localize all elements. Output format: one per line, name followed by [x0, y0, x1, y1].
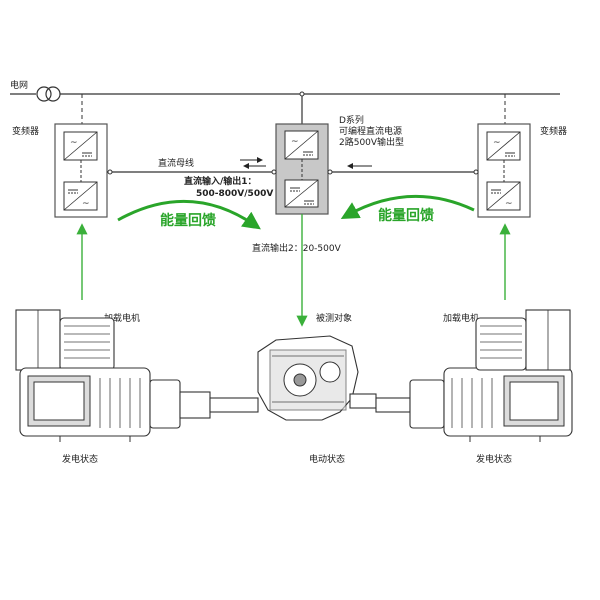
left-inverter: ~ ~ — [54, 123, 108, 218]
grid-line: 电网 — [10, 79, 560, 102]
energy-feedback-right-label: 能量回馈 — [378, 207, 434, 224]
left-inverter-label: 变频器 — [12, 125, 39, 137]
right-inverter-label: 变频器 — [540, 125, 567, 137]
right-load-motor — [375, 309, 573, 442]
transformer-icon — [36, 86, 52, 102]
svg-text:~: ~ — [291, 137, 299, 147]
d-series-desc: 可编程直流电源 — [339, 125, 402, 137]
svg-text:~: ~ — [505, 199, 513, 209]
state-left-label: 发电状态 — [62, 453, 98, 465]
state-center-label: 电动状态 — [309, 453, 345, 465]
d-series-output-type: 2路500V输出型 — [339, 136, 404, 148]
svg-text:~: ~ — [493, 138, 501, 148]
dc-io1-label: 直流输入/输出1： — [184, 175, 257, 187]
state-right-label: 发电状态 — [476, 453, 512, 465]
dc-out2-label: 直流输出2：20-500V — [252, 242, 342, 254]
d-series-label: D系列 — [339, 114, 364, 126]
dc-bus-label: 直流母线 — [158, 157, 194, 169]
energy-feedback-right-arrow — [340, 194, 475, 219]
bidirectional-arrow-icon — [240, 157, 266, 169]
svg-text:~: ~ — [82, 199, 90, 209]
grid-label: 电网 — [10, 79, 28, 91]
device-under-test — [257, 335, 377, 421]
dc-bus — [107, 169, 479, 175]
load-motor-right-label: 加载电机 — [443, 312, 479, 324]
left-load-motor — [15, 309, 259, 442]
energy-feedback-left-arrow — [117, 199, 261, 230]
d-series-dc-source: ~ — [275, 123, 329, 215]
dut-label: 被测对象 — [316, 312, 352, 324]
dc-io1-range: 500-800V/500V — [196, 189, 273, 199]
right-inverter: ~ ~ — [477, 123, 531, 218]
svg-text:~: ~ — [70, 138, 78, 148]
energy-feedback-left-label: 能量回馈 — [160, 212, 216, 229]
